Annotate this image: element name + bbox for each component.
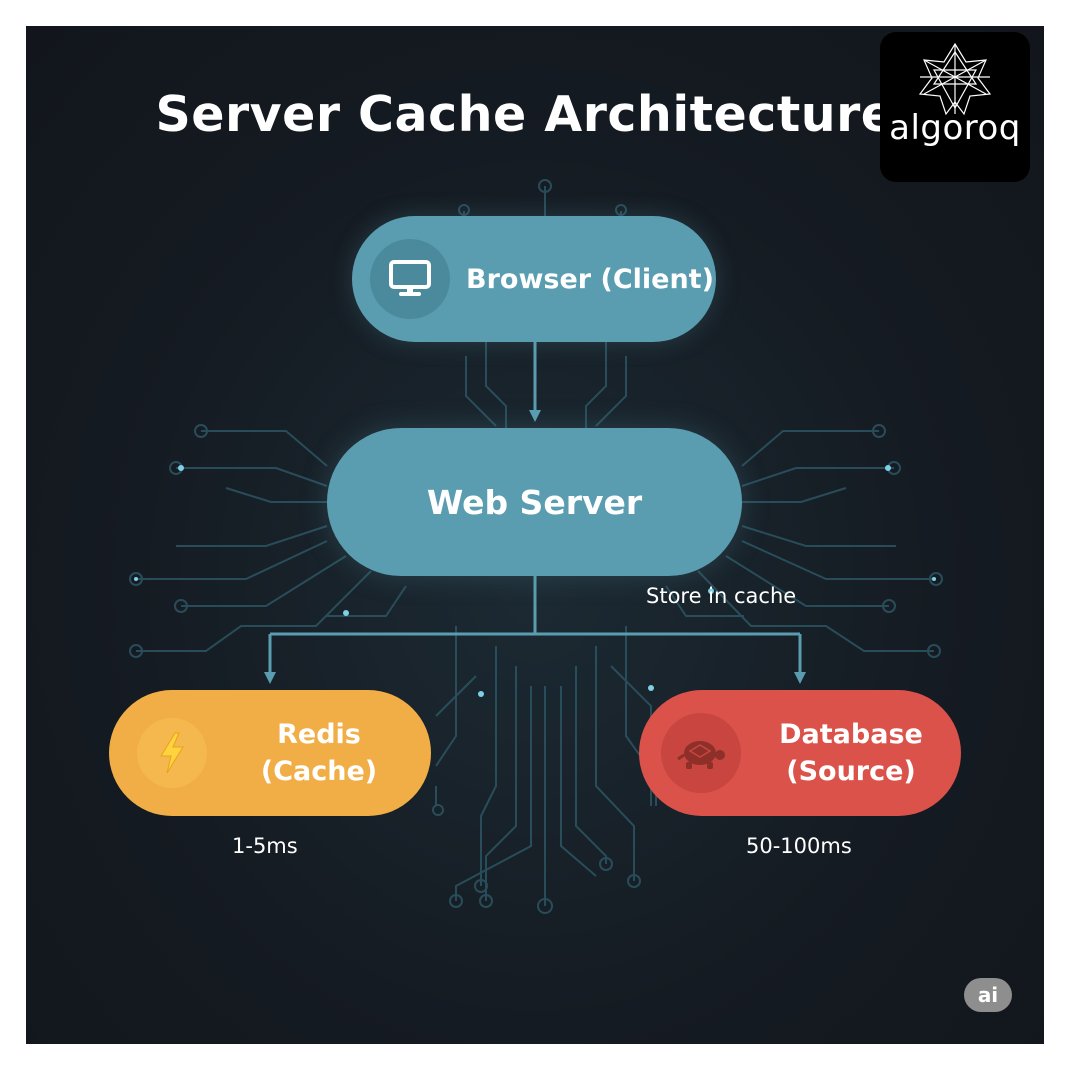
circuit-background <box>129 179 943 914</box>
monitor-icon <box>370 239 450 319</box>
logo-text: algoroq <box>889 108 1021 148</box>
database-label: Database (Source) <box>741 716 961 790</box>
redis-latency: 1-5ms <box>232 834 298 858</box>
store-in-cache-label: Store in cache <box>646 584 797 608</box>
star-logo-icon <box>918 42 992 116</box>
turtle-icon <box>661 713 741 793</box>
browser-client-node: Browser (Client) <box>352 216 716 342</box>
redis-label-line1: Redis <box>277 719 361 750</box>
database-label-line1: Database <box>779 719 923 750</box>
database-latency: 50-100ms <box>746 834 852 858</box>
web-server-node: Web Server <box>327 428 742 576</box>
circuit-traces <box>129 179 943 914</box>
diagram-canvas: Server Cache Architecture algoroq Browse <box>26 26 1044 1044</box>
glow-dots <box>134 465 936 697</box>
connectors <box>264 342 806 684</box>
page-title: Server Cache Architecture <box>155 86 895 143</box>
database-source-node: Database (Source) <box>639 690 961 816</box>
lightning-icon <box>137 718 207 788</box>
ai-badge: ai <box>964 978 1012 1012</box>
browser-label: Browser (Client) <box>466 263 714 295</box>
redis-label: Redis (Cache) <box>207 716 431 790</box>
redis-cache-node: Redis (Cache) <box>109 690 431 816</box>
redis-label-line2: (Cache) <box>260 756 378 787</box>
database-label-line2: (Source) <box>786 756 916 787</box>
web-server-label: Web Server <box>426 482 643 522</box>
brand-logo: algoroq <box>880 32 1030 182</box>
